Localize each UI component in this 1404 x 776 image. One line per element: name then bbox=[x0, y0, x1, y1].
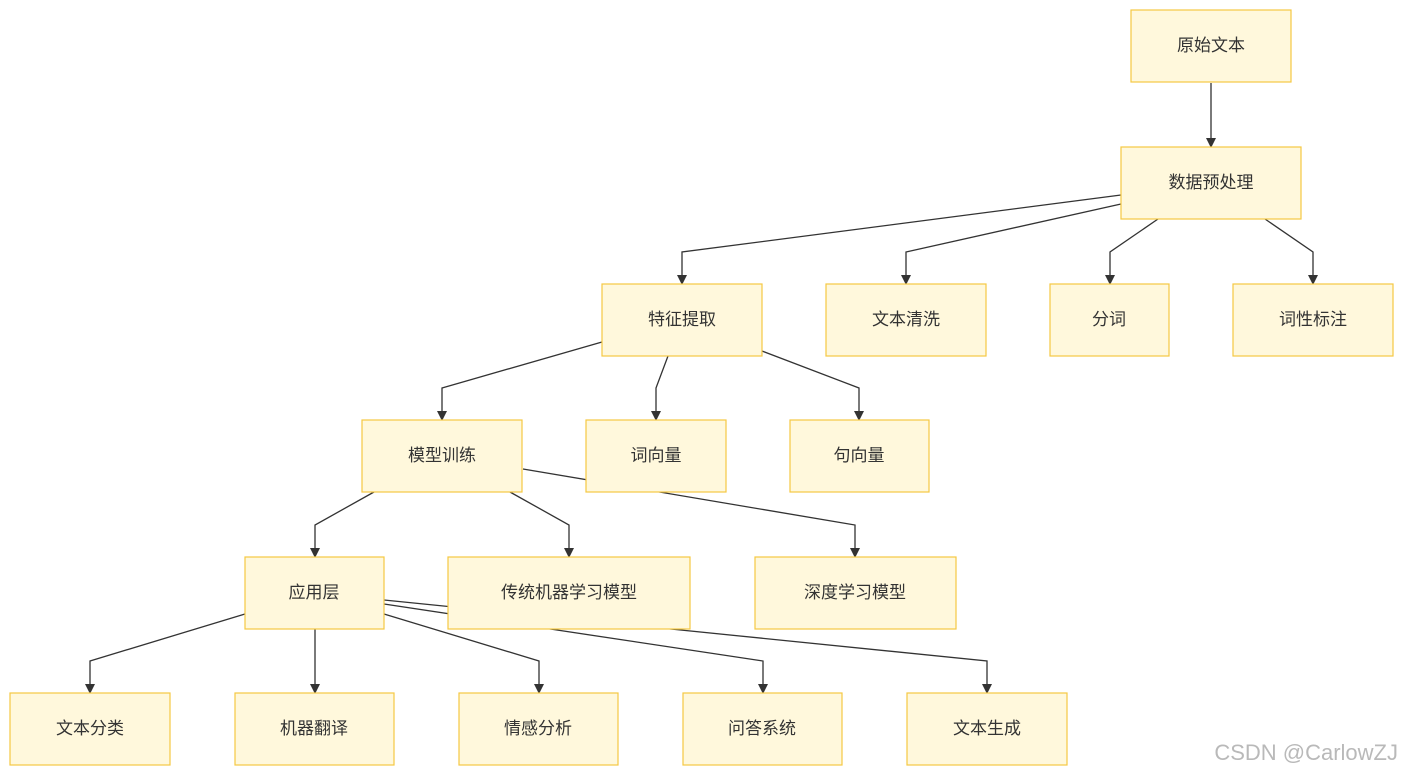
node-label: 传统机器学习模型 bbox=[501, 583, 637, 603]
node-label: 模型训练 bbox=[408, 446, 476, 466]
edge-preprocess-pos bbox=[1264, 218, 1318, 285]
edge-train-app bbox=[310, 491, 375, 558]
node-label: 文本生成 bbox=[953, 719, 1021, 739]
node-label: 情感分析 bbox=[504, 719, 572, 739]
node-text-classification: 文本分类 bbox=[9, 692, 171, 766]
node-label: 深度学习模型 bbox=[804, 583, 906, 603]
node-label: 数据预处理 bbox=[1169, 173, 1254, 193]
node-label: 分词 bbox=[1092, 310, 1126, 330]
node-text-generation: 文本生成 bbox=[906, 692, 1068, 766]
node-label: 原始文本 bbox=[1177, 36, 1245, 56]
edge-preprocess-segment bbox=[1105, 218, 1159, 285]
node-label: 词向量 bbox=[631, 446, 682, 466]
node-application-layer: 应用层 bbox=[244, 556, 385, 630]
watermark: CSDN @CarlowZJ bbox=[1214, 740, 1398, 765]
node-label: 机器翻译 bbox=[280, 719, 348, 739]
edge-app-classify bbox=[85, 613, 246, 694]
edge-train-traditional bbox=[509, 491, 574, 558]
node-segmentation: 分词 bbox=[1049, 283, 1170, 357]
node-text-cleaning: 文本清洗 bbox=[825, 283, 987, 357]
node-qa-system: 问答系统 bbox=[682, 692, 843, 766]
node-sentiment-analysis: 情感分析 bbox=[458, 692, 619, 766]
node-label: 应用层 bbox=[289, 583, 340, 603]
node-sentence-vector: 句向量 bbox=[789, 419, 930, 493]
node-label: 文本清洗 bbox=[872, 310, 940, 330]
edge-app-sentiment bbox=[383, 613, 544, 694]
edge-feature-sentvec bbox=[761, 350, 864, 421]
node-deep-learning-model: 深度学习模型 bbox=[754, 556, 957, 630]
node-label: 文本分类 bbox=[56, 719, 124, 739]
node-traditional-ml-model: 传统机器学习模型 bbox=[447, 556, 691, 630]
node-raw-text: 原始文本 bbox=[1130, 9, 1292, 83]
edge-preprocess-clean bbox=[901, 203, 1122, 285]
edge-preprocess-feature bbox=[677, 194, 1122, 285]
node-feature-extraction: 特征提取 bbox=[601, 283, 763, 357]
node-word-vector: 词向量 bbox=[585, 419, 727, 493]
edge-feature-wordvec bbox=[651, 355, 669, 421]
node-machine-translation: 机器翻译 bbox=[234, 692, 395, 766]
node-label: 词性标注 bbox=[1279, 310, 1347, 330]
node-model-training: 模型训练 bbox=[361, 419, 523, 493]
node-label: 特征提取 bbox=[648, 310, 716, 330]
node-pos-tagging: 词性标注 bbox=[1232, 283, 1394, 357]
node-label: 问答系统 bbox=[728, 719, 796, 739]
edge-feature-train bbox=[437, 341, 603, 421]
node-preprocess: 数据预处理 bbox=[1120, 146, 1302, 220]
node-label: 句向量 bbox=[834, 446, 885, 466]
